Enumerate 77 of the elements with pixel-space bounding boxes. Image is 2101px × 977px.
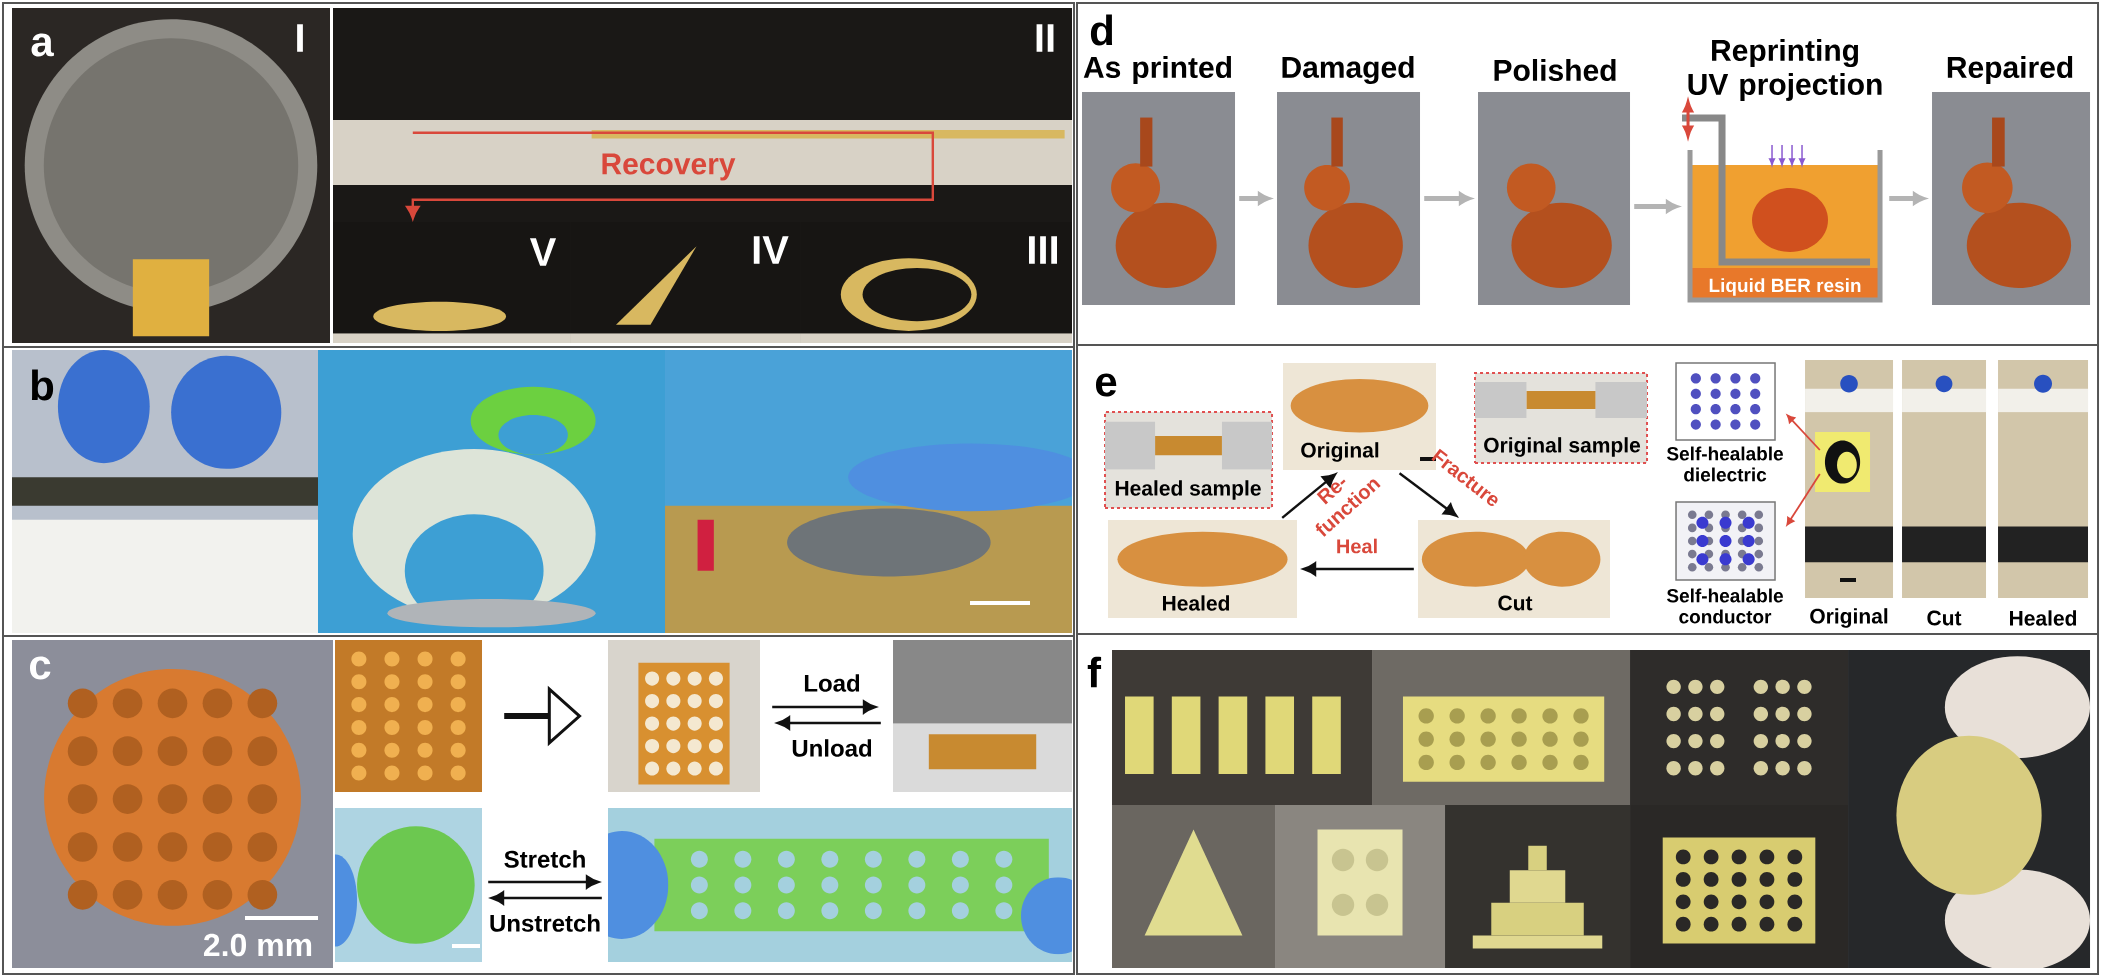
arrow [772,700,877,714]
photo-label: Self-healable conductor [1666,588,1783,624]
photo [570,222,800,343]
arrow [488,875,600,889]
edge-label: Unload [792,739,872,757]
photo [1445,805,1630,968]
photo-label: III [1029,236,1057,264]
photo-label: V [529,238,557,266]
photo [1815,432,1871,492]
photo [1082,92,1235,305]
photo [12,8,330,343]
edge-label: Load [804,674,860,692]
photo [608,808,1072,962]
photo [1112,650,1372,805]
photo [335,808,482,962]
photo-label: Cut [1927,610,1962,626]
photo [1902,360,1987,598]
photo-label: Healed sample [1115,480,1261,500]
photo-label: Reprinting UV projection [1688,39,1882,101]
photo [1418,520,1610,618]
photo-label: Healed [2010,610,2077,626]
arrow [1281,473,1337,519]
photo [1630,650,1849,805]
network-drawing [1675,501,1776,581]
photo-label: Cut [1498,595,1533,611]
photo-label: Repaired [1947,56,2073,84]
photo [1277,92,1420,305]
photo-label: I [297,24,303,52]
photo-label: Original [1301,442,1379,462]
photo [1372,650,1630,805]
photo-label: 2.0 mm [204,933,312,957]
arrow [1398,472,1458,517]
panel-letter: d [1090,14,1113,46]
edge-label: Heal [1337,538,1377,554]
photo [12,350,318,633]
photo-label: As printed [1083,56,1231,84]
photo [608,640,760,792]
panel-letter: e [1096,373,1117,397]
photo [333,8,1072,222]
photo [1630,805,1849,968]
photo [318,350,665,633]
photo-label: Polished [1494,59,1616,81]
panel-letter: c [29,656,51,680]
panel-letter: f [1087,656,1102,688]
photo [333,222,570,343]
network-drawing [1675,362,1776,441]
photo-label: IV [753,236,789,264]
photo [893,640,1072,792]
photo [1848,650,2091,968]
photo [665,350,1072,633]
photo-label: Self-healable dielectric [1666,446,1783,482]
photo [1112,805,1275,968]
photo-label: Original [1810,608,1888,628]
photo [1104,411,1273,509]
photo [1108,520,1297,618]
photo [1478,92,1630,305]
photo-label: Liquid BER resin [1709,278,1861,296]
edge-label: Unstretch [490,914,600,932]
photo [335,640,482,792]
photo [1998,360,2089,598]
arrow [1786,473,1821,526]
arrow [776,716,881,730]
edge-label: Recovery [602,153,736,181]
photo [1932,92,2091,305]
photo [800,222,1072,343]
arrow [1302,562,1414,576]
arrow [406,131,934,220]
arrow [490,891,602,905]
photo [1275,805,1445,968]
arrow [1786,414,1821,451]
edge-label: Stretch [504,850,585,868]
photo-label: Damaged [1282,55,1414,85]
photo [12,640,333,968]
photo-label: II [1036,24,1054,52]
photo-label: Healed [1163,595,1230,611]
panel-letter: a [31,33,54,57]
panel-letter: b [31,369,54,401]
